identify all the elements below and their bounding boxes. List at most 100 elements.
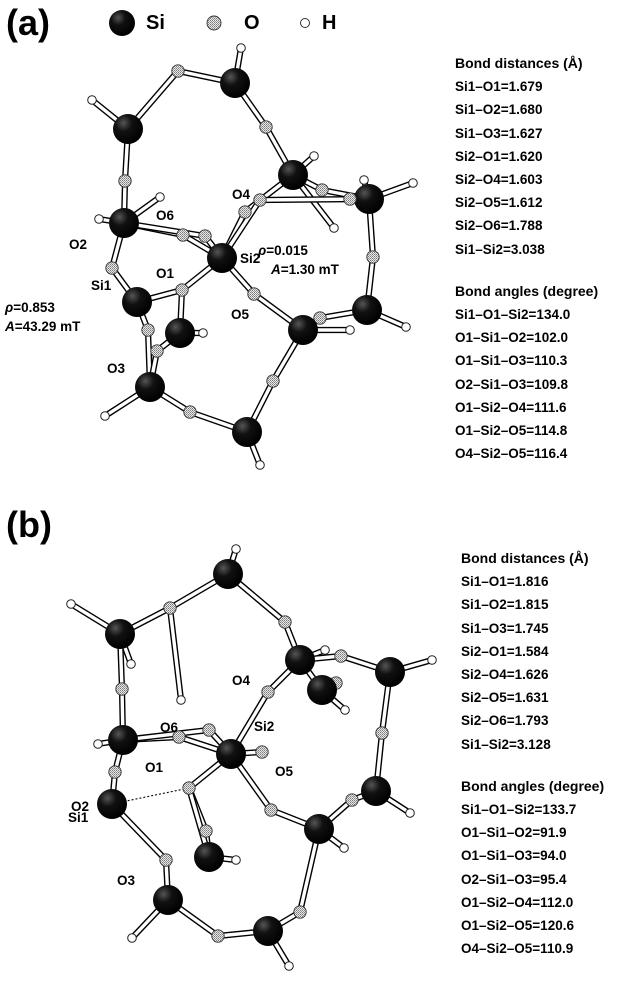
- legend-si: Si: [108, 6, 165, 40]
- bond-distance-row: Si1–O2=1.815: [461, 597, 549, 613]
- h-atom: [359, 175, 369, 185]
- bond-distance-row: Si2–O4=1.626: [461, 667, 549, 683]
- h-atom: [408, 178, 418, 188]
- si-atom: [108, 725, 138, 755]
- o-atom: [264, 803, 278, 817]
- h-atom: [284, 961, 294, 971]
- bond-angle-row: O1–Si1–O3=94.0: [461, 848, 567, 864]
- o-atom: [118, 174, 132, 188]
- atom-label-o2: O2: [71, 799, 89, 814]
- o-atom: [141, 323, 155, 337]
- si-atom: [278, 160, 308, 190]
- atom-legend: Si O H: [108, 6, 368, 40]
- bond-angle-row: O2–Si1–O3=109.8: [455, 376, 568, 392]
- si-atom: [354, 184, 384, 214]
- h-atom: [231, 855, 241, 865]
- o-atom: [259, 120, 273, 134]
- o-atom: [150, 344, 164, 358]
- bond-table-a: Bond distances (Å) Si1–O1=1.679 Si1–O2=1…: [455, 52, 598, 465]
- h-atom: [340, 705, 350, 715]
- bond-distance-row: Si2–O5=1.612: [455, 195, 543, 211]
- h-atom: [93, 739, 103, 749]
- bond-distance-row: Si2–O6=1.793: [461, 713, 549, 729]
- panel-a-label: (a): [6, 2, 50, 43]
- o-atom: [253, 193, 267, 207]
- bond-angles-title-a: Bond angles (degree): [455, 282, 599, 299]
- o-atom: [159, 853, 173, 867]
- bond-angle-row: O4–Si2–O5=116.4: [455, 446, 568, 462]
- h-atom: [255, 460, 265, 470]
- h-atom: [87, 95, 97, 105]
- o-atom: [313, 311, 327, 325]
- h-atom: [100, 411, 110, 421]
- si-atom: [97, 789, 127, 819]
- bond-distance-row: Si1–O2=1.680: [455, 102, 543, 118]
- bonds: [67, 545, 436, 970]
- o-atom: [183, 405, 197, 419]
- o-atom: [345, 793, 359, 807]
- o-atom: [115, 682, 129, 696]
- bond-distance-row: Si1–Si2=3.128: [461, 736, 551, 752]
- o-atom: [172, 730, 186, 744]
- h-atom: [66, 599, 76, 609]
- bond-distance-row: Si1–O3=1.627: [455, 125, 543, 141]
- atom-label-o3: O3: [107, 361, 126, 376]
- si-atom: [361, 776, 391, 806]
- si-atom: [232, 417, 262, 447]
- bond-angle-row: O1–Si1–O2=91.9: [461, 825, 567, 841]
- bond-angle-row: O1–Si1–O3=110.3: [455, 353, 568, 369]
- bond-angle-row: O1–Si1–O2=102.0: [455, 330, 568, 346]
- h-atom: [198, 328, 208, 338]
- o-atom: [375, 726, 389, 740]
- bond-angles-title-b: Bond angles (degree): [461, 777, 605, 794]
- o-atom: [202, 723, 216, 737]
- atom-label-o1: O1: [156, 266, 175, 281]
- si-atom: [153, 885, 183, 915]
- h-atom: [231, 544, 241, 554]
- bond-angle-row: O1–Si2–O4=112.0: [461, 894, 574, 910]
- si-atom: [105, 619, 135, 649]
- atom-label-si1: Si1: [91, 278, 112, 293]
- si-atom: [220, 68, 250, 98]
- bond-distance-row: Si2–O6=1.788: [455, 218, 543, 234]
- si-atom: [135, 372, 165, 402]
- legend-h-label: H: [322, 12, 337, 34]
- o-atom: [366, 250, 380, 264]
- atom-label-si2: Si2: [254, 719, 274, 734]
- o-atom: [175, 283, 189, 297]
- h-atom-icon: [300, 18, 310, 28]
- h-atom: [126, 659, 136, 669]
- h-atom: [176, 695, 186, 705]
- h-atom: [401, 322, 411, 332]
- h-atom: [309, 151, 319, 161]
- bond-distance-row: Si2–O1=1.584: [461, 643, 549, 659]
- o-atom: [238, 205, 252, 219]
- h-atom: [329, 223, 339, 233]
- o-atom: [293, 905, 307, 919]
- si-atom: [194, 842, 224, 872]
- si-atom: [122, 287, 152, 317]
- bond-angle-row: Si1–O1–Si2=133.7: [461, 802, 577, 818]
- bond-angle-row: O4–Si2–O5=110.9: [461, 941, 574, 957]
- spin-density-si2: ρ=0.015 A=1.30 mT: [258, 243, 339, 277]
- bond-angle-row: O1–Si2–O5=114.8: [455, 423, 568, 439]
- si-atom: [213, 559, 243, 589]
- o-atom: [176, 228, 190, 242]
- o-atom: [198, 229, 212, 243]
- h-atom: [339, 843, 349, 853]
- si-atom: [304, 814, 334, 844]
- o-atom: [266, 374, 280, 388]
- bond-angle-row: O1–Si2–O5=120.6: [461, 918, 574, 934]
- atom-label-o4: O4: [232, 187, 251, 202]
- spin-density-si1: ρ=0.853 A=43.29 mT: [5, 300, 81, 334]
- atoms: [87, 43, 418, 470]
- si-atom: [352, 295, 382, 325]
- o-atom: [105, 261, 119, 275]
- bond-distance-row: Si1–O1=1.679: [455, 79, 543, 95]
- si-atom: [288, 315, 318, 345]
- h-atom: [427, 655, 437, 665]
- o-atom: [334, 649, 348, 663]
